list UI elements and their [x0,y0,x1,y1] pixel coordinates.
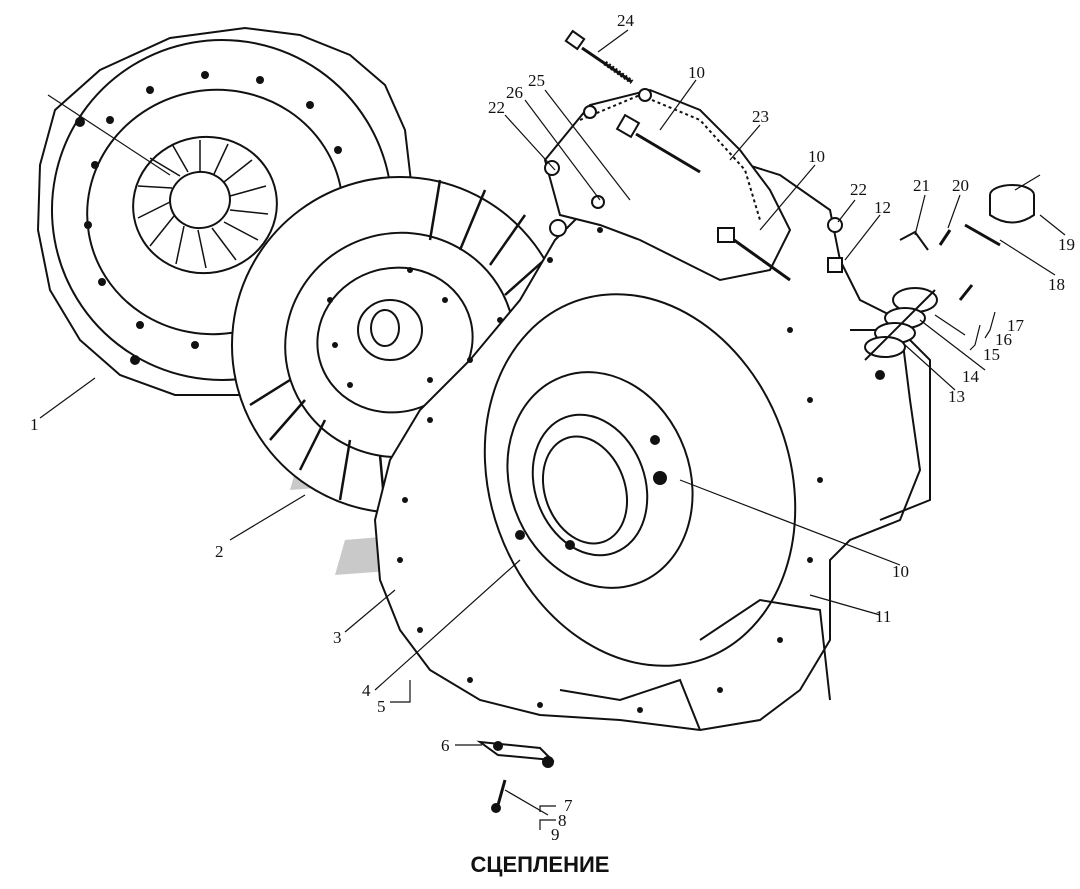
callout-7: 7 [564,796,573,815]
callout-9: 9 [551,825,560,844]
bolt-10-top [615,113,701,174]
callout-6: 6 [441,736,450,755]
disc-rivets [327,267,448,388]
callout-3: 3 [333,628,342,647]
clutch-housing [373,148,931,732]
callout-24: 24 [617,11,635,30]
callout-14: 14 [962,367,980,386]
callout-23: 23 [752,107,769,126]
bolt-24 [564,29,634,85]
callout-21: 21 [913,176,930,195]
callout-10-low: 10 [892,562,909,581]
callout-1: 1 [30,415,39,434]
callout-17: 17 [1007,316,1025,335]
callout-16: 16 [995,330,1012,349]
callout-5: 5 [377,697,386,716]
hardware [476,29,1035,813]
bolt-10-right [717,227,791,282]
callout-13: 13 [948,387,965,406]
callout-10-top: 10 [688,63,705,82]
callout-8: 8 [558,811,567,830]
callout-10-mid: 10 [808,147,825,166]
callout-labels: 1 2 3 4 5 6 7 8 9 10 10 10 11 12 13 14 1… [30,11,1075,844]
callout-20: 20 [952,176,969,195]
callout-25: 25 [528,71,545,90]
callout-22-right: 22 [850,180,867,199]
plug-19 [989,184,1035,224]
callout-4: 4 [362,681,371,700]
diagram-caption: СЦЕПЛЕНИЕ [470,852,610,877]
lever-6 [476,740,555,768]
callout-12: 12 [874,198,891,217]
leader-lines [39,29,1066,830]
callout-15: 15 [983,345,1000,364]
callout-2: 2 [215,542,224,561]
callout-11: 11 [875,607,891,626]
callout-19: 19 [1058,235,1075,254]
callout-26: 26 [506,83,523,102]
release-bearing-stack [864,287,938,361]
diaphragm-spring-fingers [137,140,269,269]
callout-22-left: 22 [488,98,505,117]
callout-18: 18 [1048,275,1065,294]
